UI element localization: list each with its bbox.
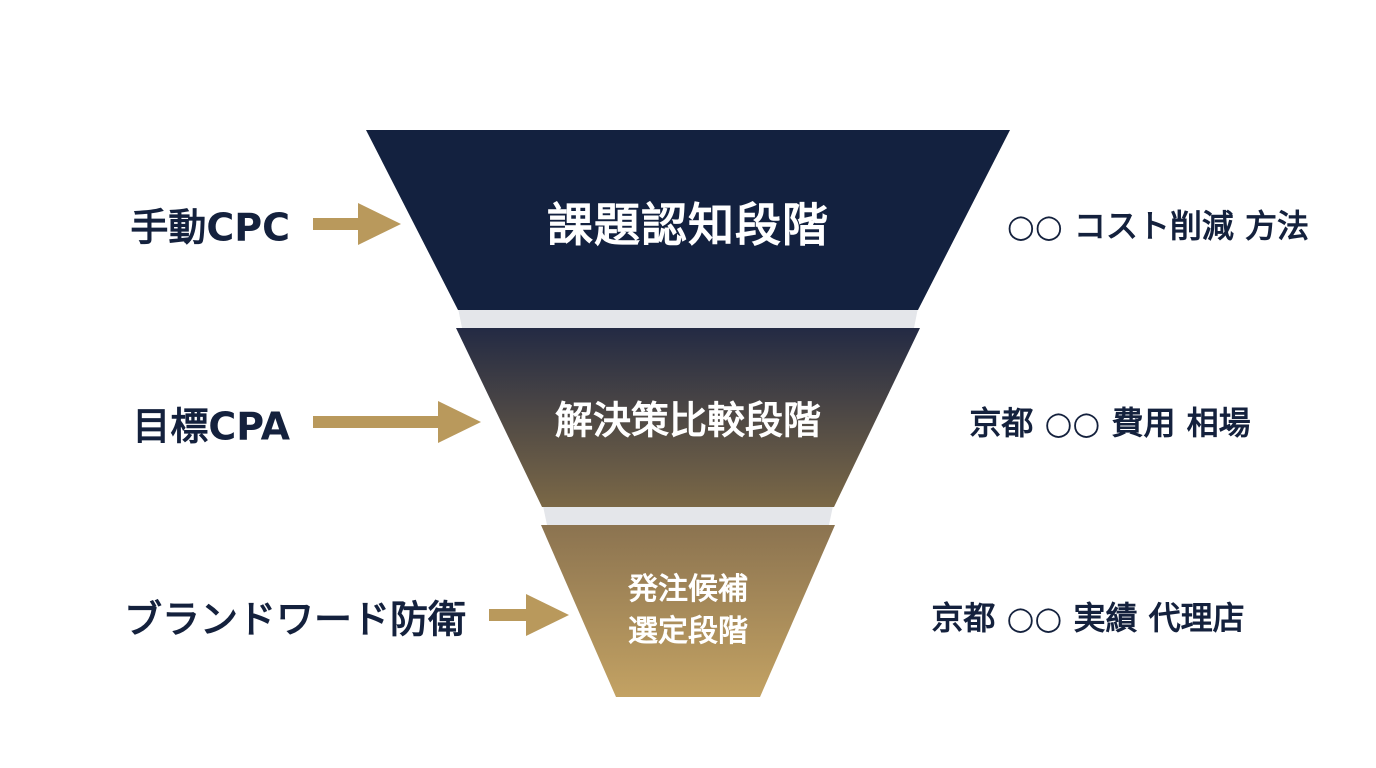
- funnel-stage-1: [366, 130, 1010, 310]
- stage-3-label-line-1: 発注候補: [628, 572, 748, 607]
- left-label-brand-defense: ブランドワード防衛: [123, 597, 466, 642]
- right-label-keyword-2: 京都 ○○ 費用 相場: [969, 404, 1251, 442]
- arrow-icon-3: [489, 594, 569, 636]
- funnel-separator-2: [543, 506, 833, 525]
- stage-3-label: 発注候補 選定段階: [603, 569, 773, 653]
- funnel-stage-3: [541, 525, 835, 697]
- arrow-icon-2: [313, 401, 481, 443]
- stage-2-label: 解決策比較段階: [554, 398, 822, 443]
- left-label-target-cpa: 目標CPA: [132, 404, 290, 449]
- left-label-manual-cpc: 手動CPC: [130, 205, 290, 250]
- stage-3-label-line-2: 選定段階: [628, 614, 748, 649]
- stage-1-label: 課題認知段階: [547, 198, 829, 252]
- funnel-stage-2: [456, 328, 920, 507]
- arrow-icon-1: [313, 203, 401, 245]
- right-label-keyword-1: ○○ コスト削減 方法: [1006, 207, 1310, 245]
- funnel-separator-1: [458, 308, 918, 328]
- right-label-keyword-3: 京都 ○○ 実績 代理店: [931, 599, 1245, 637]
